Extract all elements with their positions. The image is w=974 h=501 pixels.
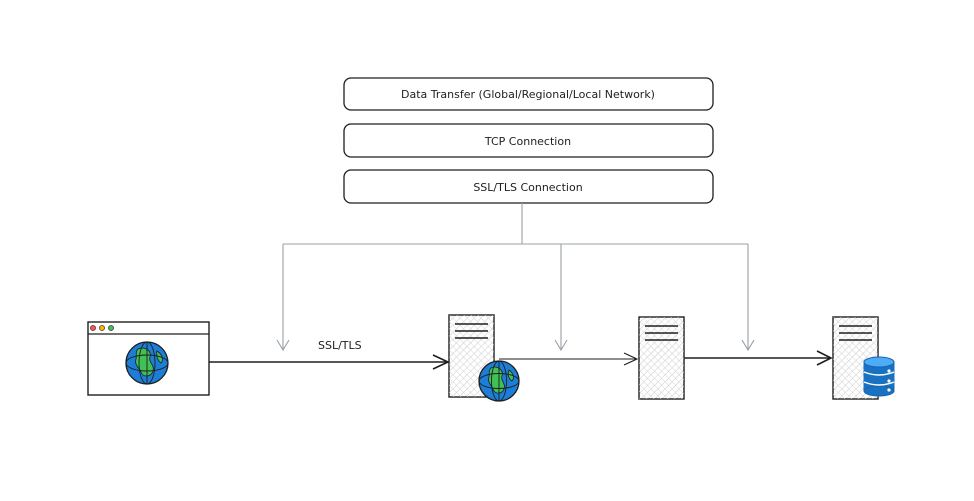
browser-client: [87, 321, 210, 396]
arrow-app-to-db-server: [684, 350, 833, 366]
window-close-dot: [90, 325, 96, 331]
app-server: [638, 316, 685, 400]
arrow-web-to-app-server: [499, 352, 639, 366]
window-minimize-dot: [99, 325, 105, 331]
layer-ssl-tls-label: SSL/TLS Connection: [473, 181, 582, 194]
edge-label-ssl-tls: SSL/TLS: [318, 339, 362, 352]
web-server: [448, 314, 520, 402]
arrow-client-to-web-server: [209, 354, 450, 370]
layer-data-transfer: Data Transfer (Global/Regional/Local Net…: [343, 77, 714, 111]
window-maximize-dot: [108, 325, 114, 331]
database-icon: [863, 356, 895, 397]
globe-icon: [125, 341, 169, 385]
database-server: [832, 316, 895, 400]
layer-ssl-tls-connection: SSL/TLS Connection: [343, 169, 714, 204]
layer-data-transfer-label: Data Transfer (Global/Regional/Local Net…: [401, 88, 655, 101]
globe-icon: [478, 360, 520, 402]
layer-connector-tree: [276, 203, 755, 352]
layer-tcp-connection: TCP Connection: [343, 123, 714, 158]
layer-tcp-label: TCP Connection: [484, 135, 571, 148]
